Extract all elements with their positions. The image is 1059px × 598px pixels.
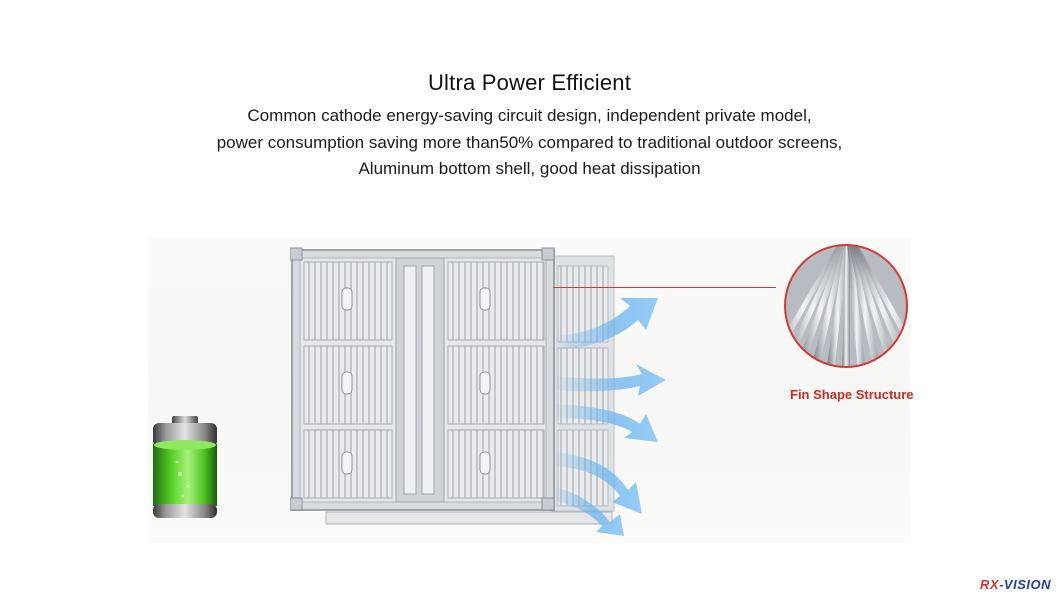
battery-icon xyxy=(153,416,217,518)
description-line-2: power consumption saving more than50% co… xyxy=(216,133,843,152)
description-line-3: Aluminum bottom shell, good heat dissipa… xyxy=(358,159,701,178)
airflow-arrow-icon xyxy=(552,298,666,536)
cabinet-image xyxy=(290,247,666,536)
brand-logo: RX-VISION xyxy=(980,577,1051,592)
brand-logo-suffix: -VISION xyxy=(999,577,1051,592)
page-title: Ultra Power Efficient xyxy=(427,70,632,95)
fin-shape-label: Fin Shape Structure xyxy=(790,387,914,402)
brand-logo-prefix: RX xyxy=(980,577,1000,592)
callout-line xyxy=(553,287,776,288)
fin-structure-icon xyxy=(784,244,908,368)
description-line-1: Common cathode energy-saving circuit des… xyxy=(247,106,812,125)
